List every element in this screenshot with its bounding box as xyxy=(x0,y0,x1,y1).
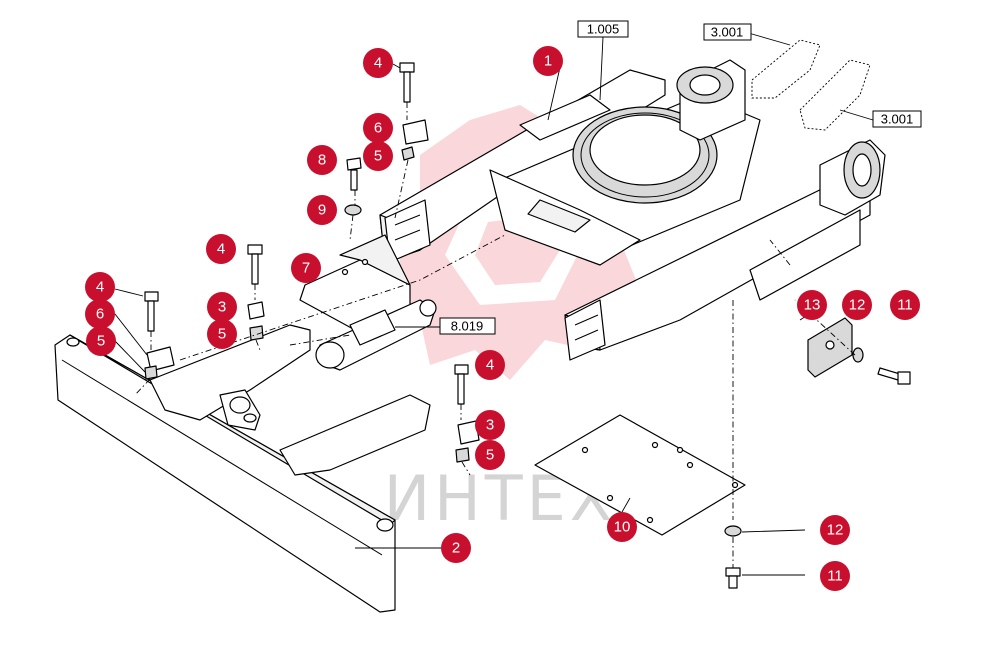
svg-text:4: 4 xyxy=(374,55,382,72)
ref-box-3-001-top: 3.001 xyxy=(703,23,752,41)
callout-4-mid: 4 xyxy=(206,234,236,264)
svg-text:13: 13 xyxy=(804,297,821,314)
svg-text:10: 10 xyxy=(614,519,631,536)
svg-text:2: 2 xyxy=(452,540,460,557)
svg-text:3: 3 xyxy=(218,299,226,316)
callout-7: 7 xyxy=(291,253,321,283)
callout-4-right: 4 xyxy=(475,350,505,380)
svg-text:11: 11 xyxy=(827,568,843,585)
track-guards xyxy=(751,39,871,131)
svg-text:4: 4 xyxy=(217,241,225,258)
callout-11-right: 11 xyxy=(890,290,920,320)
svg-text:4: 4 xyxy=(486,357,494,374)
svg-text:1: 1 xyxy=(544,53,552,70)
svg-text:3.001: 3.001 xyxy=(711,25,744,40)
svg-text:12: 12 xyxy=(827,522,844,539)
svg-text:8.019: 8.019 xyxy=(451,319,484,334)
callout-13: 13 xyxy=(797,290,827,320)
svg-text:7: 7 xyxy=(302,260,310,277)
callout-3-right: 3 xyxy=(475,410,505,440)
callout-5-top: 5 xyxy=(363,141,393,171)
callout-6-left: 6 xyxy=(85,299,115,329)
assembly-lines xyxy=(134,102,856,568)
callout-9: 9 xyxy=(307,195,337,225)
dozer-blade xyxy=(54,324,431,613)
ref-box-1-005: 1.005 xyxy=(577,20,629,38)
pin-assembly xyxy=(315,299,437,371)
callout-4-left: 4 xyxy=(85,272,115,302)
ref-box-8-019: 8.019 xyxy=(439,317,496,335)
svg-text:4: 4 xyxy=(96,279,104,296)
svg-text:5: 5 xyxy=(486,447,494,464)
callout-6-top: 6 xyxy=(363,113,393,143)
svg-text:5: 5 xyxy=(97,333,105,350)
svg-text:5: 5 xyxy=(218,326,226,343)
side-plate xyxy=(807,317,853,378)
bottom-cover-plate xyxy=(534,414,746,536)
callout-4-top: 4 xyxy=(363,48,393,78)
callout-5-mid: 5 xyxy=(207,319,237,349)
callout-2: 2 xyxy=(441,533,471,563)
svg-text:8: 8 xyxy=(318,152,326,169)
svg-text:3.001: 3.001 xyxy=(881,112,914,127)
svg-text:11: 11 xyxy=(897,297,913,314)
svg-text:6: 6 xyxy=(374,120,382,137)
callout-1: 1 xyxy=(533,46,563,76)
callout-5-left: 5 xyxy=(86,326,116,356)
svg-text:3: 3 xyxy=(486,417,494,434)
svg-text:5: 5 xyxy=(374,148,382,165)
callout-12-right: 12 xyxy=(842,290,872,320)
callout-12-bottom: 12 xyxy=(820,515,850,545)
svg-text:12: 12 xyxy=(849,297,866,314)
svg-text:1.005: 1.005 xyxy=(587,22,620,37)
svg-text:9: 9 xyxy=(318,202,326,219)
callout-8: 8 xyxy=(307,145,337,175)
callout-5-right: 5 xyxy=(475,440,505,470)
callout-3-left: 3 xyxy=(207,292,237,322)
fasteners xyxy=(144,62,911,589)
leader-lines xyxy=(114,31,874,576)
callout-10: 10 xyxy=(607,512,637,542)
callout-11-bottom: 11 xyxy=(820,561,850,591)
ref-box-3-001-right: 3.001 xyxy=(872,110,922,128)
svg-text:6: 6 xyxy=(96,306,104,323)
